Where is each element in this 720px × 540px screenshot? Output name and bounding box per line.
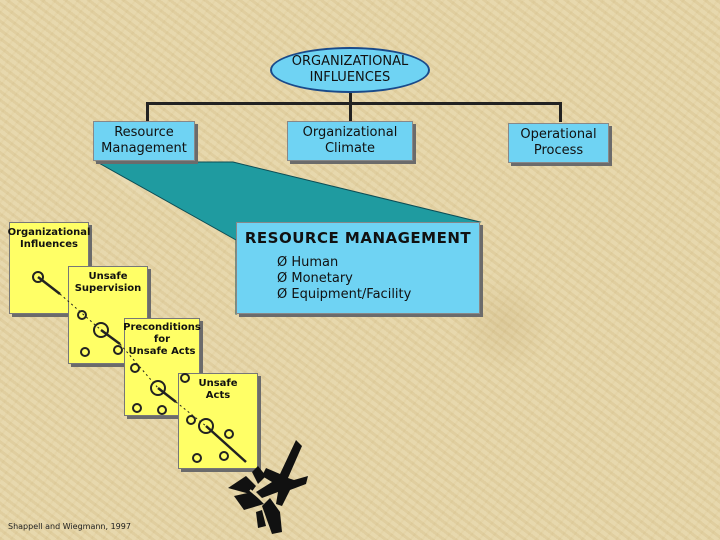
layer1-line2: Influences (20, 239, 78, 250)
org-influences-line2: INFLUENCES (309, 70, 391, 85)
layer2-line1: Unsafe (88, 271, 128, 282)
layer2-line2: Supervision (74, 283, 142, 294)
layer-unsafe-acts: Unsafe Acts (178, 373, 258, 469)
callout-item-human: Ø Human (277, 255, 339, 270)
layer4-line1: Unsafe (198, 378, 238, 389)
layer4-line2: Acts (205, 390, 231, 401)
callout-item-equipment: Ø Equipment/Facility (277, 287, 412, 302)
organizational-influences-node: ORGANIZATIONAL INFLUENCES (270, 47, 430, 93)
resource-management-callout: RESOURCE MANAGEMENT Ø Human Ø Monetary Ø… (236, 222, 480, 314)
layer-unsafe-supervision: Unsafe Supervision (68, 266, 148, 364)
connector-right-drop (559, 102, 562, 122)
organizational-climate-line2: Climate (324, 141, 376, 156)
connector-vertical (349, 93, 352, 103)
resource-management-box: Resource Management (93, 121, 195, 161)
operational-process-line2: Process (533, 143, 584, 158)
organizational-climate-box: Organizational Climate (287, 121, 413, 161)
layer3-line2: for (153, 334, 171, 345)
crashed-jet-icon (228, 440, 308, 534)
organizational-climate-line1: Organizational (302, 125, 398, 140)
source-credit: Shappell and Wiegmann, 1997 (8, 522, 131, 531)
resource-management-line2: Management (101, 141, 187, 156)
layer3-line1: Preconditions (123, 322, 201, 333)
callout-list: Ø Human Ø Monetary Ø Equipment/Facility (277, 255, 411, 303)
operational-process-line1: Operational (520, 127, 597, 142)
layer3-line3: Unsafe Acts (128, 346, 196, 357)
callout-title: RESOURCE MANAGEMENT (244, 229, 472, 247)
layer1-line1: Organizational (7, 227, 91, 238)
org-influences-line1: ORGANIZATIONAL (291, 54, 409, 69)
operational-process-box: Operational Process (508, 123, 609, 163)
resource-management-line1: Resource (114, 125, 174, 140)
connector-middle-drop (349, 102, 352, 122)
connector-left-drop (146, 102, 149, 122)
connector-horizontal (146, 102, 562, 105)
callout-item-monetary: Ø Monetary (277, 271, 353, 286)
